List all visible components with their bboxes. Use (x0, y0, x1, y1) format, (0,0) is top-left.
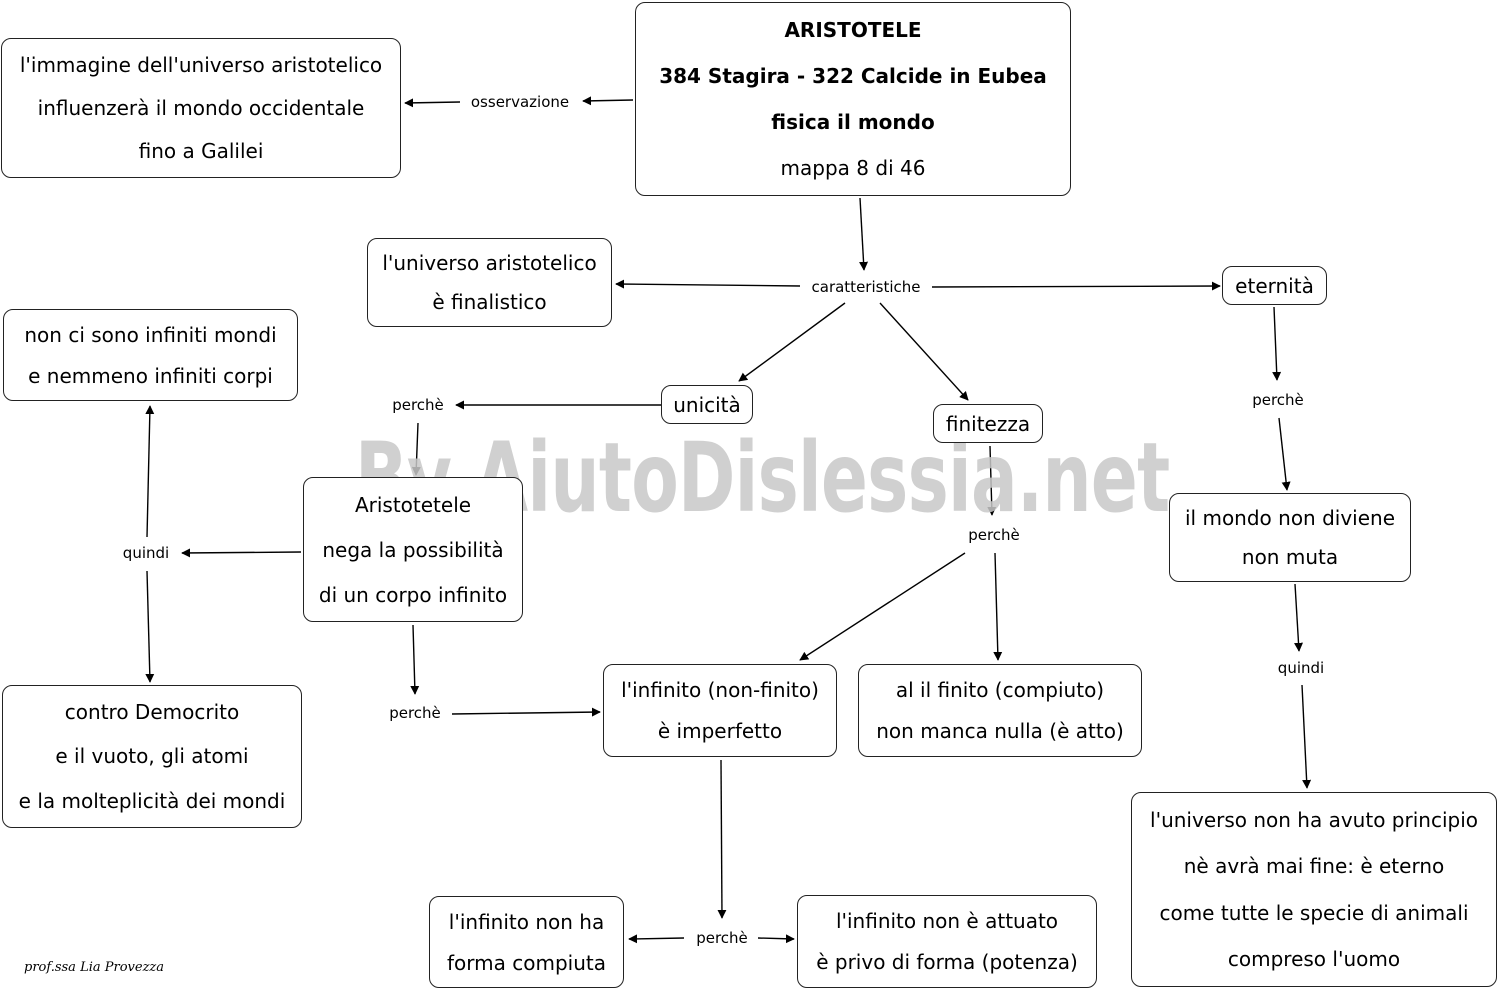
node-line: non ci sono infiniti mondi (24, 322, 277, 347)
node-infinito-imperfetto[interactable]: l'infinito (non-finito) è imperfetto (603, 664, 837, 757)
edge-perche-imperfetto (451, 707, 601, 717)
edge-perche-non-diviene (1278, 417, 1291, 491)
node-contro-democrito[interactable]: contro Democrito e il vuoto, gli atomi e… (2, 685, 302, 828)
node-unicita[interactable]: unicità (661, 385, 753, 424)
node-line: 384 Stagira - 322 Calcide in Eubea (659, 64, 1047, 88)
node-infiniti-mondi[interactable]: non ci sono infiniti mondi e nemmeno inf… (3, 309, 298, 401)
node-line: e nemmeno infiniti corpi (28, 363, 273, 388)
edge-caratteristiche-eternita (931, 281, 1221, 291)
node-aristotele[interactable]: ARISTOTELE 384 Stagira - 322 Calcide in … (635, 2, 1071, 196)
edge-caratteristiche-finalistico (615, 279, 801, 289)
edge-finitezza-perche (987, 445, 997, 516)
node-line: non manca nulla (è atto) (876, 719, 1124, 744)
node-line: è imperfetto (657, 719, 783, 744)
edge-caratteristiche-unicita (738, 302, 846, 382)
node-line: l'infinito (non-finito) (621, 677, 819, 702)
node-line: l'immagine dell'universo aristotelico (19, 52, 383, 77)
node-line: e il vuoto, gli atomi (55, 744, 249, 769)
node-line: nè avrà mai fine: è eterno (1183, 854, 1445, 879)
label-quindi-right: quindi (1273, 659, 1329, 677)
node-immagine-universo[interactable]: l'immagine dell'universo aristotelico in… (1, 38, 401, 178)
node-line: è privo di forma (potenza) (816, 950, 1078, 975)
node-line: l'universo aristotelico (382, 250, 597, 275)
label-perche-nega: perchè (385, 704, 445, 722)
edge-aristotele-caratteristiche (859, 197, 869, 271)
edge-perche-nega (411, 422, 421, 476)
edge-imperfetto-perche (717, 759, 727, 919)
node-nega-corpo-infinito[interactable]: Aristotetele nega la possibilità di un c… (303, 477, 523, 622)
node-line: fisica il mondo (771, 110, 935, 134)
author-signature: prof.ssa Lia Provezza (24, 960, 165, 975)
node-line: forma compiuta (447, 950, 606, 975)
node-line: Aristotetele (354, 492, 472, 517)
node-line: e la molteplicità dei mondi (18, 788, 286, 813)
label-perche-eternita: perchè (1248, 391, 1308, 409)
edge-quindi-democrito (145, 570, 155, 683)
label-perche-unicita: perchè (388, 396, 448, 414)
label-perche-finitezza: perchè (964, 526, 1024, 544)
node-finitezza[interactable]: finitezza (933, 404, 1043, 443)
node-line: di un corpo infinito (318, 582, 508, 607)
node-line: ARISTOTELE (784, 18, 922, 42)
node-line: non muta (1241, 545, 1339, 570)
node-line: al il finito (compiuto) (895, 677, 1105, 702)
node-forma-compiuta[interactable]: l'infinito non ha forma compiuta (429, 896, 624, 988)
node-line: l'infinito non ha (448, 909, 605, 934)
edge-perche-imperfetto-2 (799, 552, 966, 661)
node-line: è finalistico (432, 290, 547, 315)
node-line: fino a Galilei (138, 139, 264, 164)
node-line: l'infinito non è attuato (835, 908, 1059, 933)
node-finito-compiuto[interactable]: al il finito (compiuto) non manca nulla … (858, 664, 1142, 757)
label-osservazione: osservazione (466, 93, 574, 111)
label-perche-bottom: perchè (692, 929, 752, 947)
edge-perche-non-attuato (757, 934, 795, 944)
node-line: contro Democrito (64, 700, 240, 725)
edge-non-diviene-quindi (1294, 583, 1304, 652)
node-line: come tutte le specie di animali (1159, 900, 1469, 925)
edge-nega-quindi (181, 548, 302, 558)
edge-perche-forma-compiuta (628, 934, 685, 944)
label-caratteristiche: caratteristiche (807, 278, 925, 296)
node-line: compreso l'uomo (1227, 946, 1401, 971)
node-non-attuato[interactable]: l'infinito non è attuato è privo di form… (797, 895, 1097, 988)
node-line: influenzerà il mondo occidentale (37, 95, 365, 120)
node-line: il mondo non diviene (1184, 505, 1396, 530)
node-mondo-non-diviene[interactable]: il mondo non diviene non muta (1169, 493, 1411, 582)
node-universo-finalistico[interactable]: l'universo aristotelico è finalistico (367, 238, 612, 327)
edge-quindi-principio (1301, 684, 1312, 789)
edge-osservazione-immagine (404, 98, 461, 108)
node-line: mappa 8 di 46 (780, 156, 926, 180)
edge-eternita-perche (1272, 306, 1282, 381)
edge-caratteristiche-finitezza (879, 302, 969, 401)
node-universo-principio[interactable]: l'universo non ha avuto principio nè avr… (1131, 792, 1497, 987)
edge-perche-compiuto (993, 552, 1003, 661)
node-line: unicità (673, 392, 741, 417)
edge-nega-perche (410, 624, 420, 695)
node-eternita[interactable]: eternità (1222, 266, 1327, 305)
node-line: eternità (1235, 273, 1314, 298)
label-quindi-left: quindi (118, 544, 174, 562)
edge-quindi-infiniti-mondi (145, 405, 155, 538)
edge-aristotele-osservazione (582, 96, 634, 106)
node-line: l'universo non ha avuto principio (1150, 808, 1478, 833)
node-line: nega la possibilità (322, 537, 504, 562)
node-line: finitezza (945, 411, 1031, 436)
